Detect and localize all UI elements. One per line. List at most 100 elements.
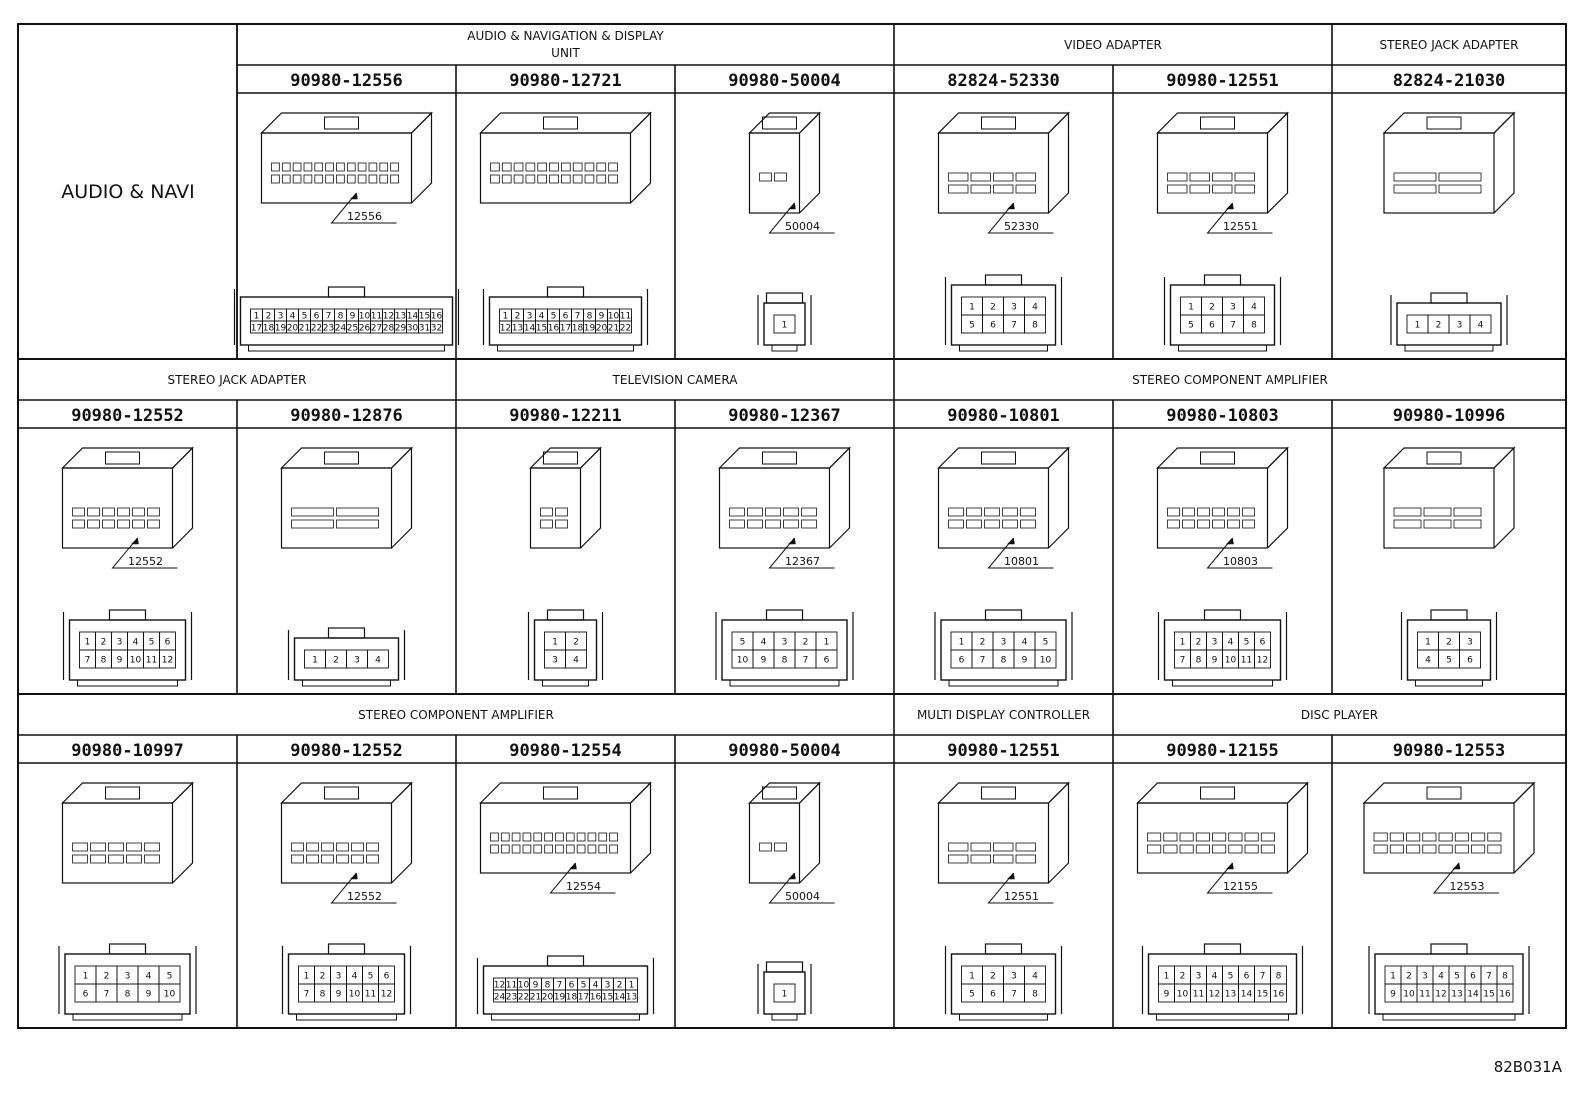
pin: 17 [559,320,572,334]
pin-number: 1 [83,972,89,982]
pin-number: 6 [1470,972,1476,982]
pin: 13 [1448,983,1466,1003]
group-header: TELEVISION CAMERA [612,373,739,387]
pin-number: 10 [349,990,361,1000]
pin-number: 1 [1425,638,1431,648]
pin: 4 [535,308,548,322]
pin-number: 5 [551,312,557,322]
group-header-line2: UNIT [551,46,580,60]
pin: 14 [1238,983,1255,1003]
pin: 3 [1003,965,1025,985]
pin-number: 16 [1499,990,1511,1000]
part-number: 90980-12155 [1166,741,1279,761]
leader-label-text: 12155 [1223,880,1258,893]
pin-number: 6 [1467,656,1473,666]
pin: 10 [1174,983,1191,1003]
pin-number: 13 [1451,990,1462,1000]
pin-number: 2 [1180,972,1186,982]
pin: 8 [1024,314,1046,334]
pin-number: 22 [518,993,529,1003]
pin: 15 [601,989,614,1003]
pin: 25 [346,320,359,334]
pin: 5 [1180,314,1202,334]
pin-number: 2 [990,303,996,313]
pin: 1 [625,977,638,991]
pin-number: 7 [575,312,581,322]
pin: 5 [158,965,181,985]
pin-number: 8 [320,990,326,1000]
pin-number: 8 [125,990,131,1000]
pin-number: 3 [1230,303,1236,313]
pin: 9 [330,983,347,1003]
pin: 8 [541,977,554,991]
pin: 7 [971,649,994,669]
pin-number: 10 [518,981,530,991]
pin: 9 [111,649,128,669]
pin: 10 [346,983,363,1003]
pin-number: 16 [548,324,560,334]
pin: 1 [79,631,96,651]
pin: 8 [583,308,596,322]
pin-number: 15 [536,324,547,334]
pin-number: 4 [352,972,358,982]
pin: 9 [1158,983,1175,1003]
leader-label: 12551 [987,872,1054,904]
pin: 4 [752,631,775,651]
pin-number: 2 [266,312,272,322]
pin-number: 20 [287,324,299,334]
pin-number: 14 [407,312,419,322]
pin: 16 [1270,983,1287,1003]
pin: 26 [358,320,371,334]
pin: 22 [619,320,632,334]
pin-number: 8 [1502,972,1508,982]
pin-number: 21 [299,324,310,334]
connector-3d-view [937,781,1070,884]
pin: 9 [595,308,608,322]
pin-number: 17 [251,324,262,334]
pin: 7 [95,983,118,1003]
pin-number: 11 [146,656,157,666]
part-number: 90980-10803 [1166,406,1279,426]
pin-number: 6 [1209,321,1215,331]
pin: 4 [589,977,602,991]
pin-number: 2 [515,312,521,322]
pin-number: 21 [530,993,541,1003]
pin: 7 [1003,983,1025,1003]
pin: 5 [547,308,560,322]
pin: 4 [367,649,389,669]
pin-number: 18 [566,993,578,1003]
pin-number: 4 [1478,321,1484,331]
pin-number: 10 [1040,656,1052,666]
pin-number: 4 [290,312,296,322]
pin: 11 [143,649,160,669]
pin-number: 9 [146,990,152,1000]
pin: 24 [334,320,347,334]
pin-number: 3 [1196,972,1202,982]
leader-label-text: 10801 [1004,555,1039,568]
pin-number: 6 [83,990,89,1000]
pin-number: 3 [1467,638,1473,648]
pin: 2 [794,631,817,651]
pin: 13 [511,320,524,334]
pin: 1 [499,308,512,322]
pin: 2 [613,977,626,991]
pin-number: 4 [1425,656,1431,666]
leader-label-text: 12367 [785,555,820,568]
pin: 8 [1496,965,1514,985]
pin: 2 [982,296,1004,316]
pin: 11 [505,977,518,991]
pin: 4 [1243,296,1265,316]
connector-3d-view [280,781,413,884]
pin-number: 3 [125,972,131,982]
pin: 6 [378,965,395,985]
pin: 8 [1270,965,1287,985]
connector-3d-view [1382,446,1516,549]
pin-number: 2 [1446,638,1452,648]
